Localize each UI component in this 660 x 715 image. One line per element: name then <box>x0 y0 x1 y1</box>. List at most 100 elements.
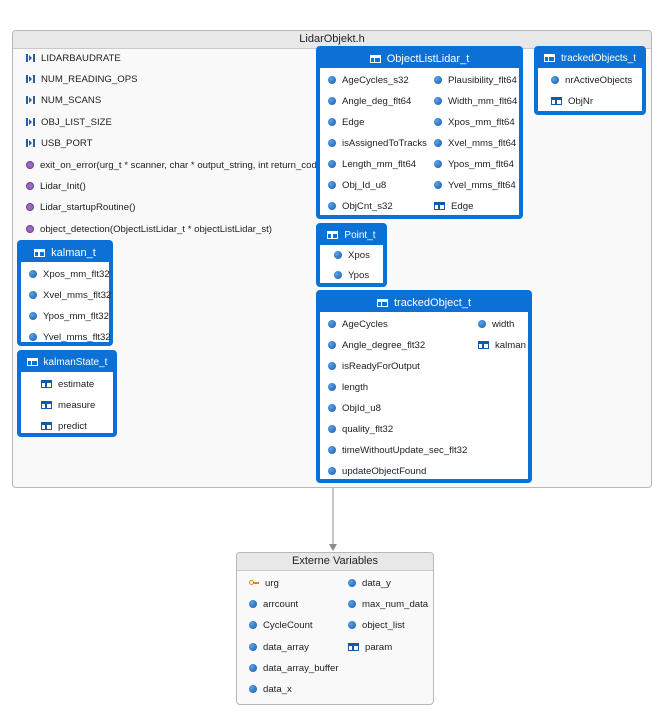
field-item[interactable]: AgeCycles_s32 <box>328 74 409 88</box>
field-label: length <box>342 382 369 393</box>
field-label: Xpos_mm_flt64 <box>448 117 515 128</box>
external-variable[interactable]: urg <box>249 577 279 591</box>
struct-title: trackedObjects_t <box>560 53 637 64</box>
field-item[interactable]: estimate <box>41 378 94 392</box>
member-label: object_detection(ObjectListLidar_t * obj… <box>40 224 272 235</box>
field-item[interactable]: Xpos_mm_flt64 <box>434 116 515 130</box>
struct-title: trackedObject_t <box>393 297 472 309</box>
function-lidar-init[interactable]: Lidar_Init() <box>26 179 86 195</box>
function-object-detection[interactable]: object_detection(ObjectListLidar_t * obj… <box>26 222 272 238</box>
field-icon <box>29 333 37 342</box>
field-item[interactable]: timeWithoutUpdate_sec_flt32 <box>328 444 467 458</box>
field-item[interactable]: Yvel_mms_flt64 <box>434 179 516 193</box>
variable-icon <box>249 600 257 609</box>
define-usb-port[interactable]: USB_PORT <box>26 136 93 152</box>
struct-kalmanstate[interactable]: kalmanState_t estimate measure predict <box>17 350 117 437</box>
field-item[interactable]: Ypos_mm_flt64 <box>434 158 514 172</box>
field-item[interactable]: ObjNr <box>551 95 593 109</box>
field-item[interactable]: Edge <box>434 200 473 214</box>
field-item[interactable]: width <box>478 318 514 332</box>
field-item[interactable]: Plausibility_flt64 <box>434 74 517 88</box>
field-label: Obj_Id_u8 <box>342 180 387 191</box>
field-item[interactable]: Edge <box>328 116 364 130</box>
field-item[interactable]: Angle_deg_flt64 <box>328 95 411 109</box>
field-item[interactable]: Angle_degree_flt32 <box>328 339 425 353</box>
external-variable[interactable]: arrcount <box>249 598 298 612</box>
field-item[interactable]: updateObjectFound <box>328 465 426 479</box>
field-item[interactable]: AgeCycles <box>328 318 388 332</box>
field-icon <box>328 139 336 148</box>
field-item[interactable]: Obj_Id_u8 <box>328 179 386 193</box>
field-label: kalman <box>495 340 526 351</box>
field-item[interactable]: Yvel_mms_flt32 <box>29 331 111 345</box>
field-label: Ypos_mm_flt64 <box>448 159 514 170</box>
function-exit-on-error[interactable]: exit_on_error(urg_t * scanner, char * ou… <box>26 158 325 174</box>
field-icon <box>328 425 336 434</box>
field-label: Edge <box>451 201 474 212</box>
variable-label: data_x <box>263 684 292 695</box>
external-variable[interactable]: object_list <box>348 619 405 633</box>
connector-arrowhead <box>329 544 337 551</box>
field-item[interactable]: Width_mm_flt64 <box>434 95 517 109</box>
field-label: AgeCycles_s32 <box>342 75 409 86</box>
struct-icon <box>26 358 38 367</box>
field-label: estimate <box>58 379 95 390</box>
struct-objectlistlidar[interactable]: ObjectListLidar_t AgeCycles_s32 Angle_de… <box>316 46 523 219</box>
field-icon <box>478 320 486 329</box>
function-lidar-startup-routine[interactable]: Lidar_startupRoutine() <box>26 200 135 216</box>
external-variable[interactable]: data_array <box>249 641 309 655</box>
external-variable[interactable]: data_y <box>348 577 391 591</box>
struct-kalman[interactable]: kalman_t Xpos_mm_flt32 Xvel_mms_flt32 Yp… <box>17 240 113 346</box>
field-icon <box>551 76 559 85</box>
field-item[interactable]: length <box>328 381 368 395</box>
field-item[interactable]: Xvel_mms_flt32 <box>29 289 111 303</box>
field-item[interactable]: quality_flt32 <box>328 423 393 437</box>
field-icon <box>328 76 336 85</box>
field-item[interactable]: isAssignedToTracks <box>328 137 427 151</box>
external-variable[interactable]: param <box>348 641 392 655</box>
define-lidarbaudrate[interactable]: LIDARBAUDRATE <box>26 51 121 67</box>
define-num-reading-ops[interactable]: NUM_READING_OPS <box>26 72 138 88</box>
field-icon <box>328 446 336 455</box>
field-item[interactable]: Xvel_mms_flt64 <box>434 137 516 151</box>
field-item[interactable]: Ypos <box>334 269 369 283</box>
field-item[interactable]: Xpos_mm_flt32 <box>29 268 110 282</box>
field-icon <box>434 97 442 106</box>
struct-point[interactable]: Point_t Xpos Ypos <box>316 223 387 287</box>
field-item[interactable]: kalman <box>478 339 526 353</box>
field-icon <box>328 362 336 371</box>
field-item[interactable]: ObjId_u8 <box>328 402 381 416</box>
field-item[interactable]: isReadyForOutput <box>328 360 420 374</box>
external-variable[interactable]: data_array_buffer <box>249 662 339 676</box>
external-variables-title: Externe Variables <box>237 553 433 571</box>
field-icon <box>328 202 336 211</box>
field-icon <box>328 383 336 392</box>
define-icon <box>26 139 35 148</box>
field-item[interactable]: Length_mm_flt64 <box>328 158 416 172</box>
struct-title: ObjectListLidar_t <box>386 53 470 65</box>
field-item[interactable]: Ypos_mm_flt32 <box>29 310 109 324</box>
external-variable[interactable]: max_num_data <box>348 598 428 612</box>
field-label: Yvel_mms_flt32 <box>43 332 111 343</box>
field-icon <box>434 76 442 85</box>
struct-trackedobject[interactable]: trackedObject_t AgeCycles Angle_degree_f… <box>316 290 532 483</box>
field-item[interactable]: nrActiveObjects <box>551 74 632 88</box>
external-variables-container[interactable]: Externe Variables urg arrcount CycleCoun… <box>236 552 434 705</box>
field-item[interactable]: ObjCnt_s32 <box>328 200 393 214</box>
define-obj-list-size[interactable]: OBJ_LIST_SIZE <box>26 115 112 131</box>
field-label: Edge <box>342 117 365 128</box>
function-icon <box>26 225 34 234</box>
field-item[interactable]: measure <box>41 399 95 413</box>
field-icon <box>434 118 442 127</box>
variable-label: object_list <box>362 620 405 631</box>
field-icon <box>334 271 342 280</box>
define-num-scans[interactable]: NUM_SCANS <box>26 93 101 109</box>
struct-icon <box>34 249 46 258</box>
struct-trackedobjects[interactable]: trackedObjects_t nrActiveObjects ObjNr <box>534 46 646 115</box>
external-variable[interactable]: CycleCount <box>249 619 313 633</box>
struct-icon <box>41 422 52 431</box>
struct-icon <box>348 643 359 652</box>
external-variable[interactable]: data_x <box>249 683 292 697</box>
field-item[interactable]: Xpos <box>334 249 370 263</box>
field-item[interactable]: predict <box>41 420 87 434</box>
